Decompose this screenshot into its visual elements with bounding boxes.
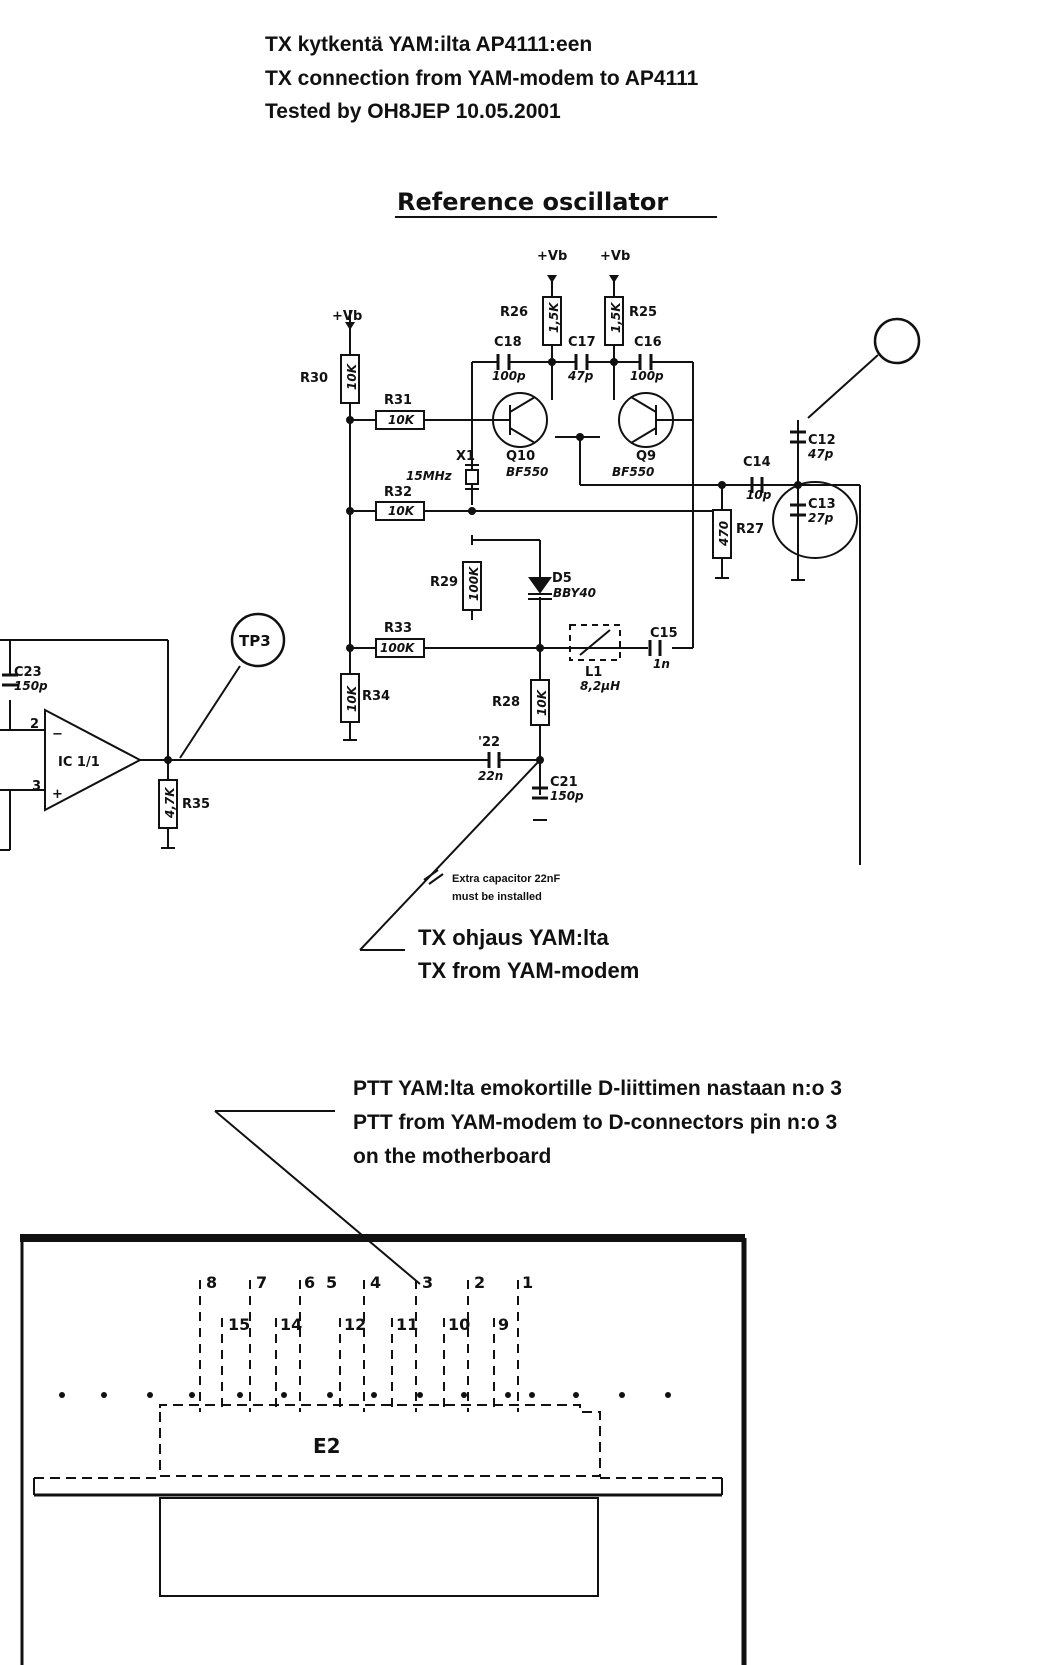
value-r27: 470 [717, 521, 731, 547]
label-d5: D5 [552, 571, 572, 586]
value-c17: 47p [567, 369, 594, 383]
label-q9: Q9 [636, 449, 656, 464]
pin-9: 9 [498, 1315, 509, 1334]
value-r31: 10K [388, 413, 416, 427]
label-r35: R35 [182, 797, 210, 812]
pin-11: 11 [396, 1315, 418, 1334]
extra-cap-note-1: Extra capacitor 22nF [452, 873, 561, 885]
label-r26: R26 [500, 305, 528, 320]
pin-4: 4 [370, 1273, 381, 1292]
value-x1: 15MHz [406, 469, 453, 483]
label-c13: C13 [808, 497, 836, 512]
label-r27: R27 [736, 522, 764, 537]
label-r32: R32 [384, 485, 412, 500]
value-q10: BF550 [506, 465, 548, 479]
extra-cap-note-2: must be installed [452, 891, 542, 903]
ptt-note-2: PTT from YAM-modem to D-connectors pin n… [353, 1111, 838, 1134]
supply-r26: +Vb [537, 249, 567, 264]
value-c12: 47p [807, 447, 834, 461]
label-r29: R29 [430, 575, 458, 590]
label-c14: C14 [743, 455, 771, 470]
value-r33: 100K [380, 641, 416, 655]
value-q9: BF550 [612, 465, 654, 479]
pin-14: 14 [280, 1315, 302, 1334]
label-l1: L1 [585, 665, 602, 680]
header-line-3: Tested by OH8JEP 10.05.2001 [265, 100, 561, 123]
label-r28: R28 [492, 695, 520, 710]
label-r31: R31 [384, 393, 412, 408]
tx-note-1: TX ohjaus YAM:lta [418, 925, 609, 950]
value-c13: 27p [808, 511, 834, 525]
header-line-1: TX kytkentä YAM:ilta AP4111:een [265, 33, 593, 56]
value-r30: 10K [345, 362, 359, 390]
tx-note-2: TX from YAM-modem [418, 958, 640, 983]
label-q10: Q10 [506, 449, 535, 464]
value-r28: 10K [535, 688, 549, 716]
label-c12: C12 [808, 433, 836, 448]
label-c22: '22 [478, 735, 500, 750]
value-r34: 10K [345, 684, 359, 712]
label-c21: C21 [550, 775, 578, 790]
label-c16: C16 [634, 335, 662, 350]
header-line-2: TX connection from YAM-modem to AP4111 [265, 67, 699, 90]
ptt-note-1: PTT YAM:lta emokortille D-liittimen nast… [353, 1077, 842, 1100]
opamp-pin-2: 2 [30, 717, 39, 732]
label-c18: C18 [494, 335, 522, 350]
value-c23: 150p [14, 679, 48, 693]
value-l1: 8,2µH [580, 679, 620, 693]
opamp-label: IC 1/1 [58, 755, 100, 770]
value-d5: BBY40 [553, 586, 596, 600]
label-c23: C23 [14, 665, 42, 680]
pin-15: 15 [228, 1315, 250, 1334]
pin-6: 6 [304, 1273, 315, 1292]
supply-r30: +Vb [332, 309, 362, 324]
value-c21: 150p [550, 789, 584, 803]
value-c18: 100p [492, 369, 526, 383]
schematic-title: Reference oscillator [397, 188, 668, 216]
value-r32: 10K [388, 504, 416, 518]
label-r30: R30 [300, 371, 328, 386]
label-r34: R34 [362, 689, 390, 704]
value-c14: 10p [746, 488, 772, 502]
value-c16: 100p [630, 369, 664, 383]
value-r25: 1,5K [609, 301, 623, 333]
pin-7: 7 [256, 1273, 267, 1292]
pin-10: 10 [448, 1315, 470, 1334]
supply-r25: +Vb [600, 249, 630, 264]
connector-label-e2: E2 [313, 1434, 341, 1458]
label-c17: C17 [568, 335, 596, 350]
ptt-note-3: on the motherboard [353, 1145, 552, 1168]
value-c22: 22n [478, 769, 503, 783]
pin-1: 1 [522, 1273, 533, 1292]
label-r33: R33 [384, 621, 412, 636]
testpoint-tp3: TP3 [239, 632, 271, 650]
pin-12: 12 [344, 1315, 366, 1334]
opamp-plus: + [52, 787, 63, 802]
pin-8: 8 [206, 1273, 217, 1292]
pin-5: 5 [326, 1273, 337, 1292]
pin-3: 3 [422, 1273, 433, 1292]
pin-2: 2 [474, 1273, 485, 1292]
value-r29: 100K [467, 565, 481, 601]
label-x1: X1 [456, 449, 475, 464]
opamp-pin-3: 3 [32, 779, 41, 794]
label-c15: C15 [650, 626, 678, 641]
value-c15: 1n [653, 657, 670, 671]
label-r25: R25 [629, 305, 657, 320]
value-r35: 4,7K [163, 786, 177, 819]
value-r26: 1,5K [547, 301, 561, 333]
opamp-minus: − [52, 727, 63, 742]
